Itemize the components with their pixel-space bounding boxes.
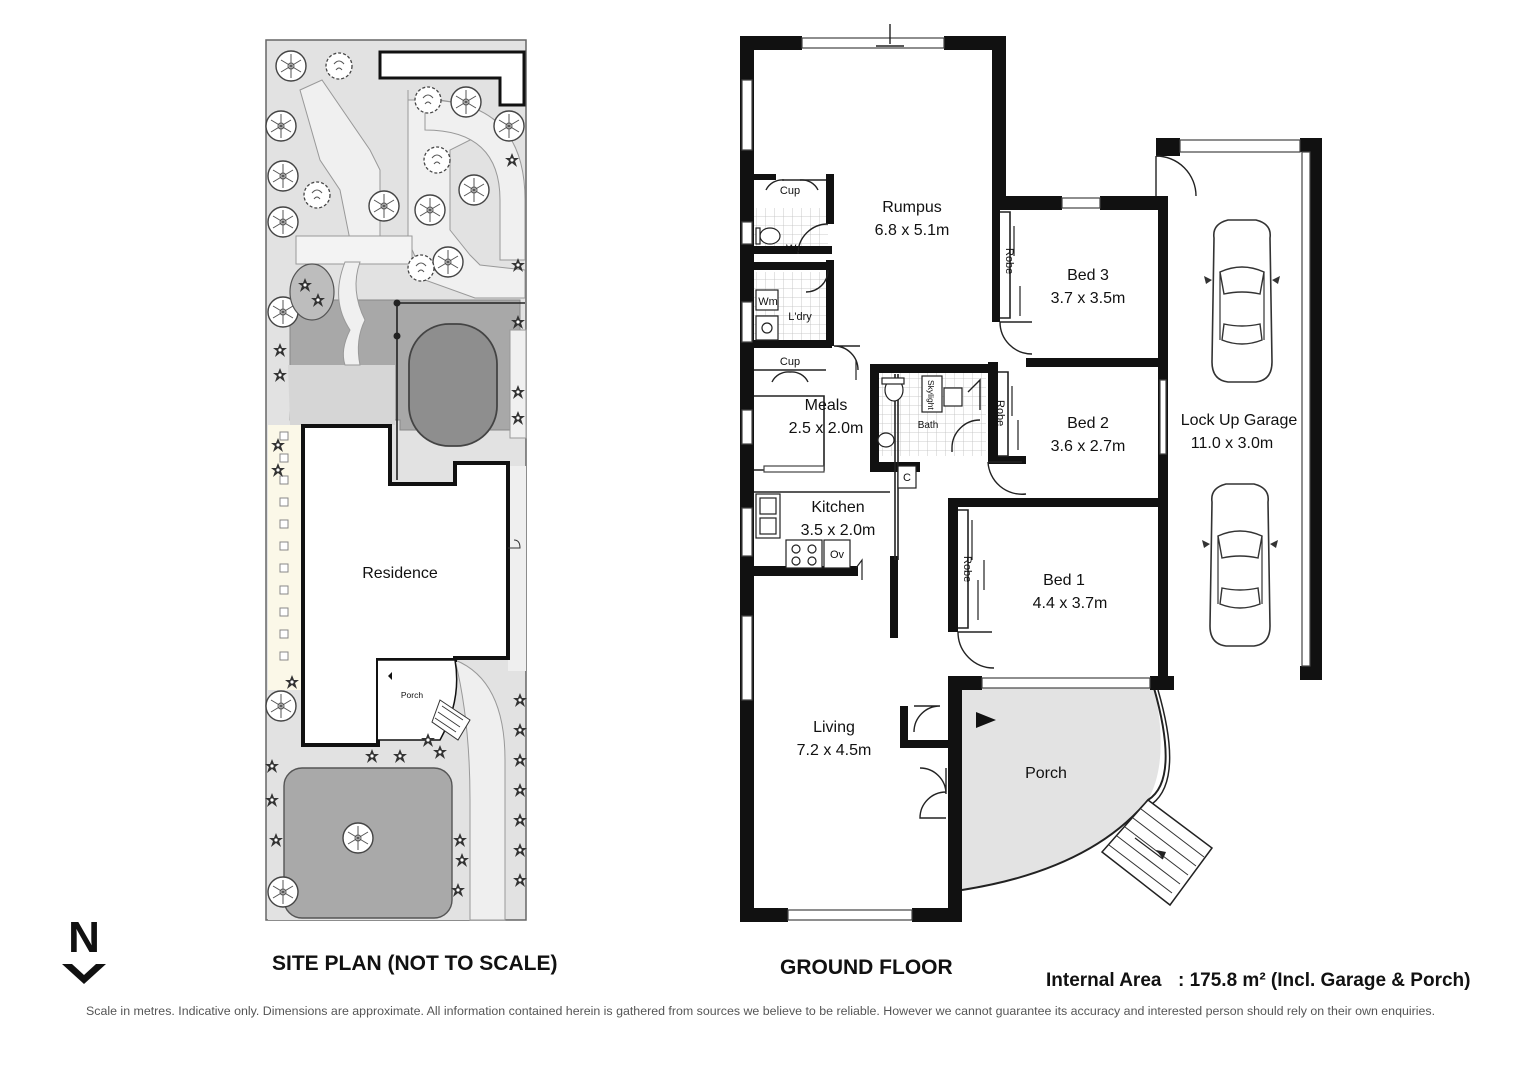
laundry-label: L'dry [788, 311, 812, 323]
fixtures [755, 227, 963, 569]
kitchen-name: Kitchen [811, 499, 864, 516]
robe-label-bed1: Robe [961, 556, 973, 582]
compass-letter: N [68, 913, 100, 962]
site-plan-title: SITE PLAN (NOT TO SCALE) [272, 952, 558, 975]
cup-label-top: Cup [780, 185, 800, 197]
shed [378, 50, 526, 107]
meals-dims: 2.5 x 2.0m [789, 420, 864, 437]
doors [765, 155, 1197, 819]
site-plan: Residence Porch [265, 39, 527, 921]
site-porch-label: Porch [401, 690, 423, 700]
ground-floor-plan: Rumpus 6.8 x 5.1m Bed 3 3.7 x 3.5m Bed 2… [740, 24, 1322, 922]
garage-dims: 11.0 x 3.0m [1191, 435, 1273, 452]
room-labels: Rumpus 6.8 x 5.1m Bed 3 3.7 x 3.5m Bed 2… [758, 185, 1297, 782]
bed1-dims: 4.4 x 3.7m [1033, 595, 1108, 612]
garage-name: Lock Up Garage [1181, 412, 1298, 429]
north-compass: N [62, 913, 106, 984]
residence-label: Residence [362, 565, 438, 582]
robe-label-bed3: Robe [1003, 248, 1015, 274]
bed2-name: Bed 2 [1067, 415, 1109, 432]
porch-name: Porch [1025, 765, 1067, 782]
rumpus-name: Rumpus [882, 199, 942, 216]
porch-steps [1100, 798, 1214, 907]
living-dims: 7.2 x 4.5m [797, 742, 872, 759]
kitchen-dims: 3.5 x 2.0m [801, 522, 876, 539]
wc-label: Wc [786, 243, 802, 255]
bed2-dims: 3.6 x 2.7m [1051, 438, 1126, 455]
bed3-dims: 3.7 x 3.5m [1051, 290, 1126, 307]
internal-area-value: : 175.8 m² (Incl. Garage & Porch) [1178, 970, 1471, 991]
garage-cars [1201, 219, 1281, 647]
cupboard-label: C [903, 472, 911, 484]
internal-area-label: Internal Area [1046, 970, 1162, 991]
wm-label: Wm [758, 296, 778, 308]
rumpus-dims: 6.8 x 5.1m [875, 222, 950, 239]
bed1-name: Bed 1 [1043, 572, 1085, 589]
site-vegetation [265, 50, 527, 908]
bath-label: Bath [918, 420, 939, 431]
cup-label-meals: Cup [780, 356, 800, 368]
meals-name: Meals [805, 397, 848, 414]
disclaimer-text: Scale in metres. Indicative only. Dimens… [86, 1004, 1436, 1018]
robe-label-bed2: Robe [994, 400, 1006, 426]
pool [408, 323, 498, 447]
oven-label: Ov [830, 549, 845, 561]
porch-floor [962, 688, 1161, 890]
residence-footprint [301, 424, 510, 747]
skylight-label: Skylight [926, 380, 936, 410]
living-name: Living [813, 719, 855, 736]
ground-floor-title: GROUND FLOOR [780, 956, 953, 979]
bed3-name: Bed 3 [1067, 267, 1109, 284]
